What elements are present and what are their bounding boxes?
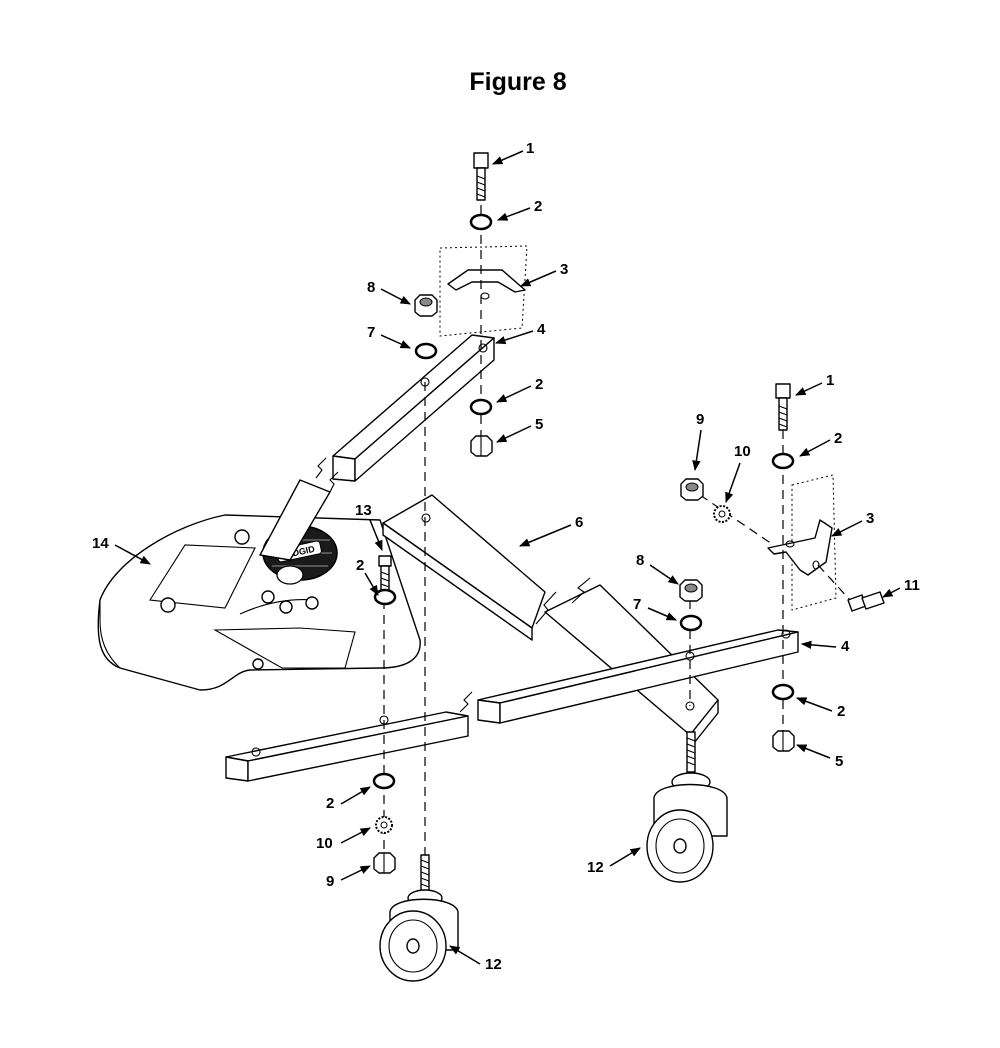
- bracket-top: [439, 245, 528, 337]
- arm-upper: [259, 334, 495, 561]
- washer-2-bolt13: [373, 588, 397, 606]
- washer-2-right-lower: [771, 683, 795, 701]
- callout-7-a: 7: [367, 324, 375, 341]
- nut-8-upper: [414, 294, 438, 317]
- nut-9-lower: [373, 852, 396, 874]
- callout-3-a: 3: [560, 261, 568, 278]
- callout-1-right: 1: [826, 372, 834, 389]
- callout-labels: 1 2 3 8 7 4 2 5 1 9 10 2 3 13 2 6 14 11 …: [92, 140, 920, 973]
- callout-7-b: 7: [633, 596, 641, 613]
- washer-2-left-lower: [372, 772, 396, 790]
- callout-8-b: 8: [636, 552, 644, 569]
- callout-2-a: 2: [534, 198, 542, 215]
- bolt-1-right: [775, 383, 791, 431]
- callout-12-a: 12: [485, 956, 502, 973]
- callout-5-a: 5: [535, 416, 543, 433]
- base-plate: [97, 514, 421, 691]
- nut-8-lower: [679, 579, 703, 602]
- callout-4-a: 4: [537, 321, 546, 338]
- washer-2-upper-b: [469, 398, 493, 416]
- washer-2-top: [469, 213, 493, 231]
- callout-10-a: 10: [734, 443, 751, 460]
- callout-6: 6: [575, 514, 583, 531]
- callout-5-b: 5: [835, 753, 843, 770]
- callout-9-a: 9: [696, 411, 704, 428]
- callout-10-b: 10: [316, 835, 333, 852]
- callout-12-b: 12: [587, 859, 604, 876]
- callout-13: 13: [355, 502, 372, 519]
- callout-2-b: 2: [535, 376, 543, 393]
- callout-3-b: 3: [866, 510, 874, 527]
- callout-4-b: 4: [841, 638, 850, 655]
- bolt-13: [378, 555, 392, 591]
- callout-2-e: 2: [837, 703, 845, 720]
- callout-2-d: 2: [356, 557, 364, 574]
- leader-arrows: [114, 150, 901, 965]
- callout-1-top: 1: [526, 140, 534, 157]
- washer-7-lower: [679, 614, 703, 632]
- figure-title: Figure 8: [469, 68, 567, 96]
- center-channel: [382, 494, 719, 749]
- callout-2-c: 2: [834, 430, 842, 447]
- nut-9-right: [680, 478, 704, 501]
- callout-2-f: 2: [326, 795, 334, 812]
- callout-8-a: 8: [367, 279, 375, 296]
- callout-9-b: 9: [326, 873, 334, 890]
- caster-left: [379, 854, 459, 982]
- bolt-1-top: [473, 152, 489, 201]
- caster-right: [646, 731, 728, 883]
- lockwasher-10-lower: [375, 816, 393, 834]
- callout-14: 14: [92, 535, 109, 552]
- bracket-right: [767, 474, 837, 611]
- bolt-11: [847, 591, 885, 612]
- nut-5-upper: [470, 435, 493, 457]
- washer-2-right: [771, 452, 795, 470]
- nut-5-lower: [772, 730, 795, 752]
- lockwasher-10-right: [713, 505, 731, 523]
- arm-lower: [225, 629, 799, 782]
- washer-7-upper: [414, 342, 438, 360]
- callout-11: 11: [904, 577, 920, 594]
